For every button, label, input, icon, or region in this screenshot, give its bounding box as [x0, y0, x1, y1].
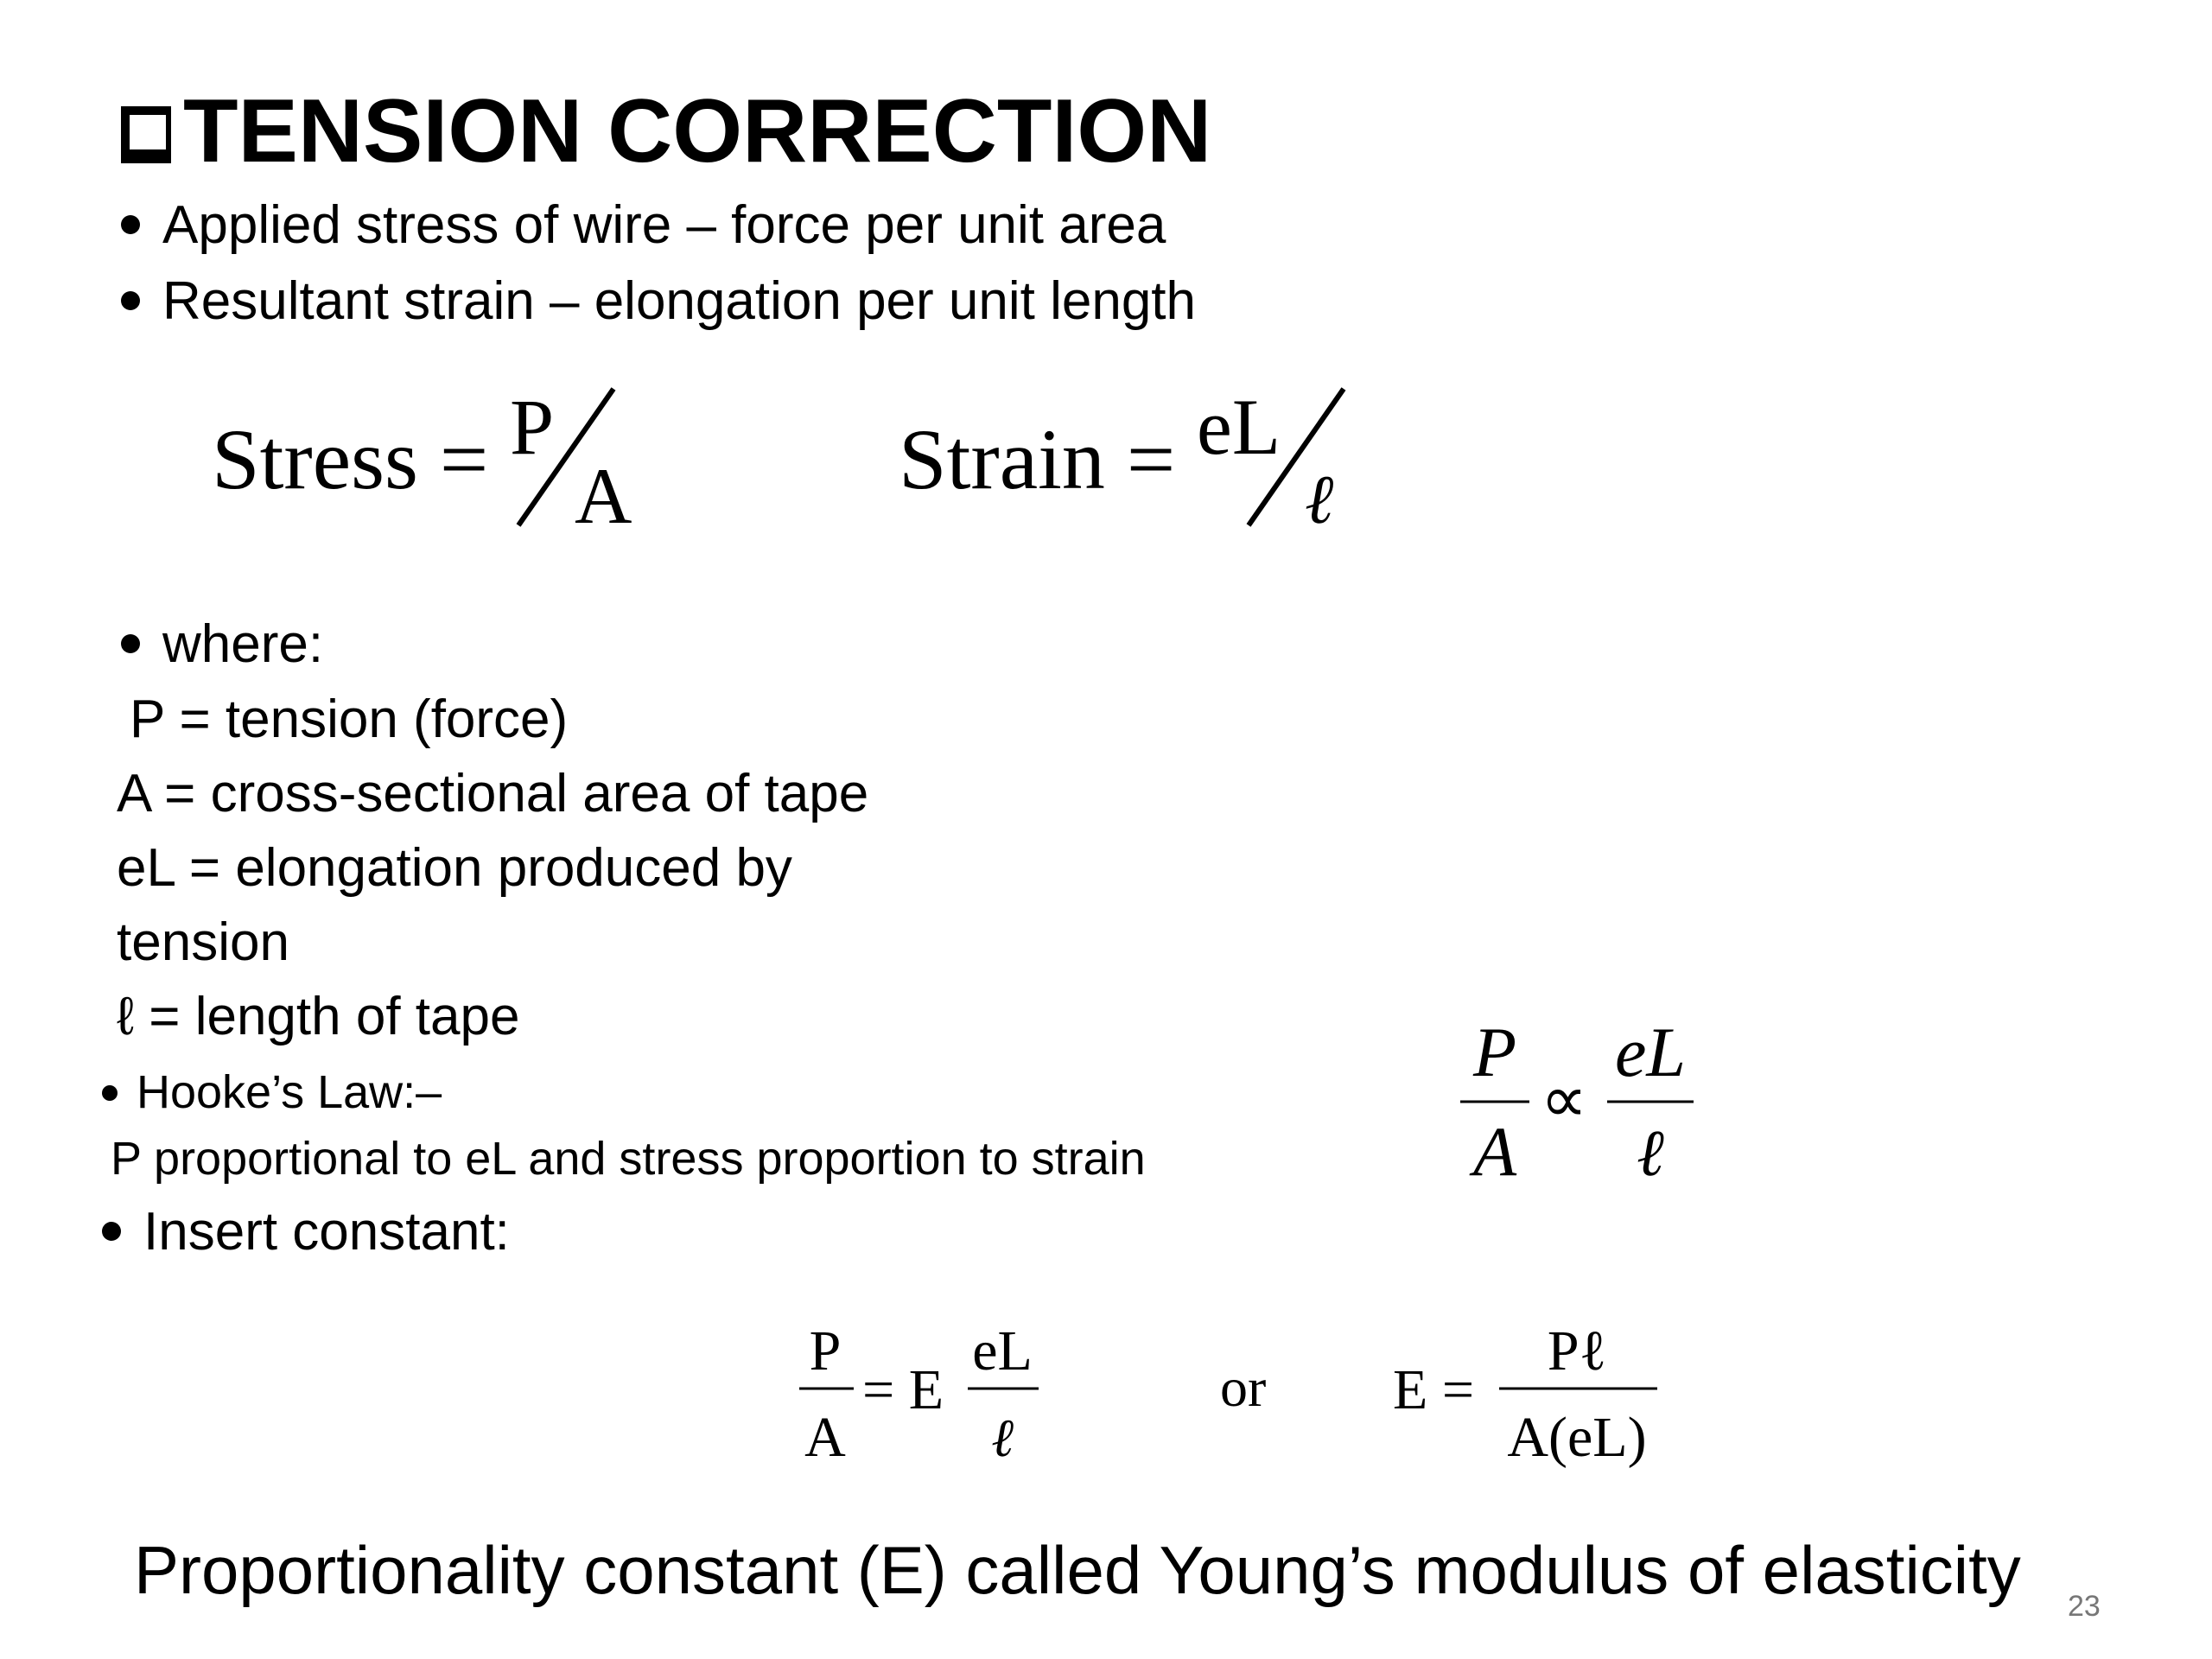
bullet-strain: Resultant strain – elongation per unit l…: [121, 275, 1196, 328]
proportional-denominator-a: A: [1469, 1112, 1517, 1191]
equation-e-form-2: E = Pℓ A(eL): [1393, 1319, 1657, 1469]
equation1-denominator-a: A: [804, 1406, 846, 1469]
definition-l: ℓ = length of tape: [117, 987, 520, 1046]
proportional-numerator-el: eL: [1615, 1013, 1686, 1091]
strain-fraction-slash: [1246, 387, 1346, 527]
strain-formula-denominator: ℓ: [1305, 462, 1333, 536]
equation-e-form-1: P A = E eL ℓ: [799, 1319, 1039, 1469]
page-number: 23: [2068, 1590, 2101, 1623]
hooke-text: P proportional to eL and stress proporti…: [111, 1133, 1146, 1185]
equation1-numerator-p: P: [810, 1319, 842, 1382]
footer-statement: Proportionality constant (E) called Youn…: [134, 1532, 2021, 1608]
or-text: or: [1220, 1357, 1267, 1418]
strain-formula-lhs: Strain =: [899, 411, 1175, 507]
strain-formula: Strain = eL ℓ: [899, 383, 1346, 536]
definition-el-continued: tension: [117, 912, 289, 972]
where-label: where:: [162, 614, 324, 674]
slide-title: TENSION CORRECTION: [121, 86, 1211, 176]
equation2-denominator: A(eL): [1507, 1406, 1646, 1469]
stress-fraction-slash: [516, 387, 616, 527]
bullet-where: where:: [121, 618, 323, 671]
bullet-dot-icon: [121, 291, 140, 310]
proportional-symbol: ∝: [1541, 1064, 1587, 1136]
stress-formula-denominator: A: [575, 452, 632, 536]
definition-el: eL = elongation produced by: [117, 838, 792, 898]
stress-formula: Stress = P A: [212, 383, 632, 536]
proportional-denominator-l: ℓ: [1637, 1117, 1664, 1190]
equation1-denominator-l: ℓ: [991, 1409, 1014, 1468]
checkbox-bullet-icon: [121, 106, 171, 163]
equation2-numerator: Pℓ: [1548, 1319, 1606, 1382]
proportional-numerator-p: P: [1472, 1013, 1516, 1091]
bullet-dot-icon: [121, 215, 140, 234]
equation2-lhs: E =: [1393, 1358, 1474, 1421]
stress-formula-numerator: P: [510, 383, 554, 471]
hooke-label: Hooke’s Law:–: [137, 1066, 442, 1118]
stress-formula-lhs: Stress =: [212, 411, 488, 507]
bullet-strain-text: Resultant strain – elongation per unit l…: [162, 271, 1197, 331]
bullet-dot-icon: [102, 1085, 118, 1101]
strain-formula-numerator: eL: [1197, 383, 1281, 471]
bullet-stress-text: Applied stress of wire – force per unit …: [162, 195, 1166, 255]
bullet-stress: Applied stress of wire – force per unit …: [121, 199, 1166, 252]
bullet-dot-icon: [102, 1222, 121, 1241]
insert-constant-label: Insert constant:: [143, 1202, 510, 1262]
bullet-hooke: Hooke’s Law:–: [102, 1069, 442, 1116]
equation1-equals-e: = E: [862, 1358, 944, 1421]
bullet-dot-icon: [121, 634, 140, 653]
definition-a: A = cross-sectional area of tape: [117, 764, 869, 823]
equation1-numerator-el: eL: [972, 1319, 1033, 1382]
definition-p: P = tension (force): [130, 690, 569, 749]
bullet-insert-constant: Insert constant:: [102, 1205, 510, 1259]
slide-title-text: TENSION CORRECTION: [183, 81, 1212, 181]
proportional-formula: P A ∝ eL ℓ: [1460, 1013, 1694, 1191]
